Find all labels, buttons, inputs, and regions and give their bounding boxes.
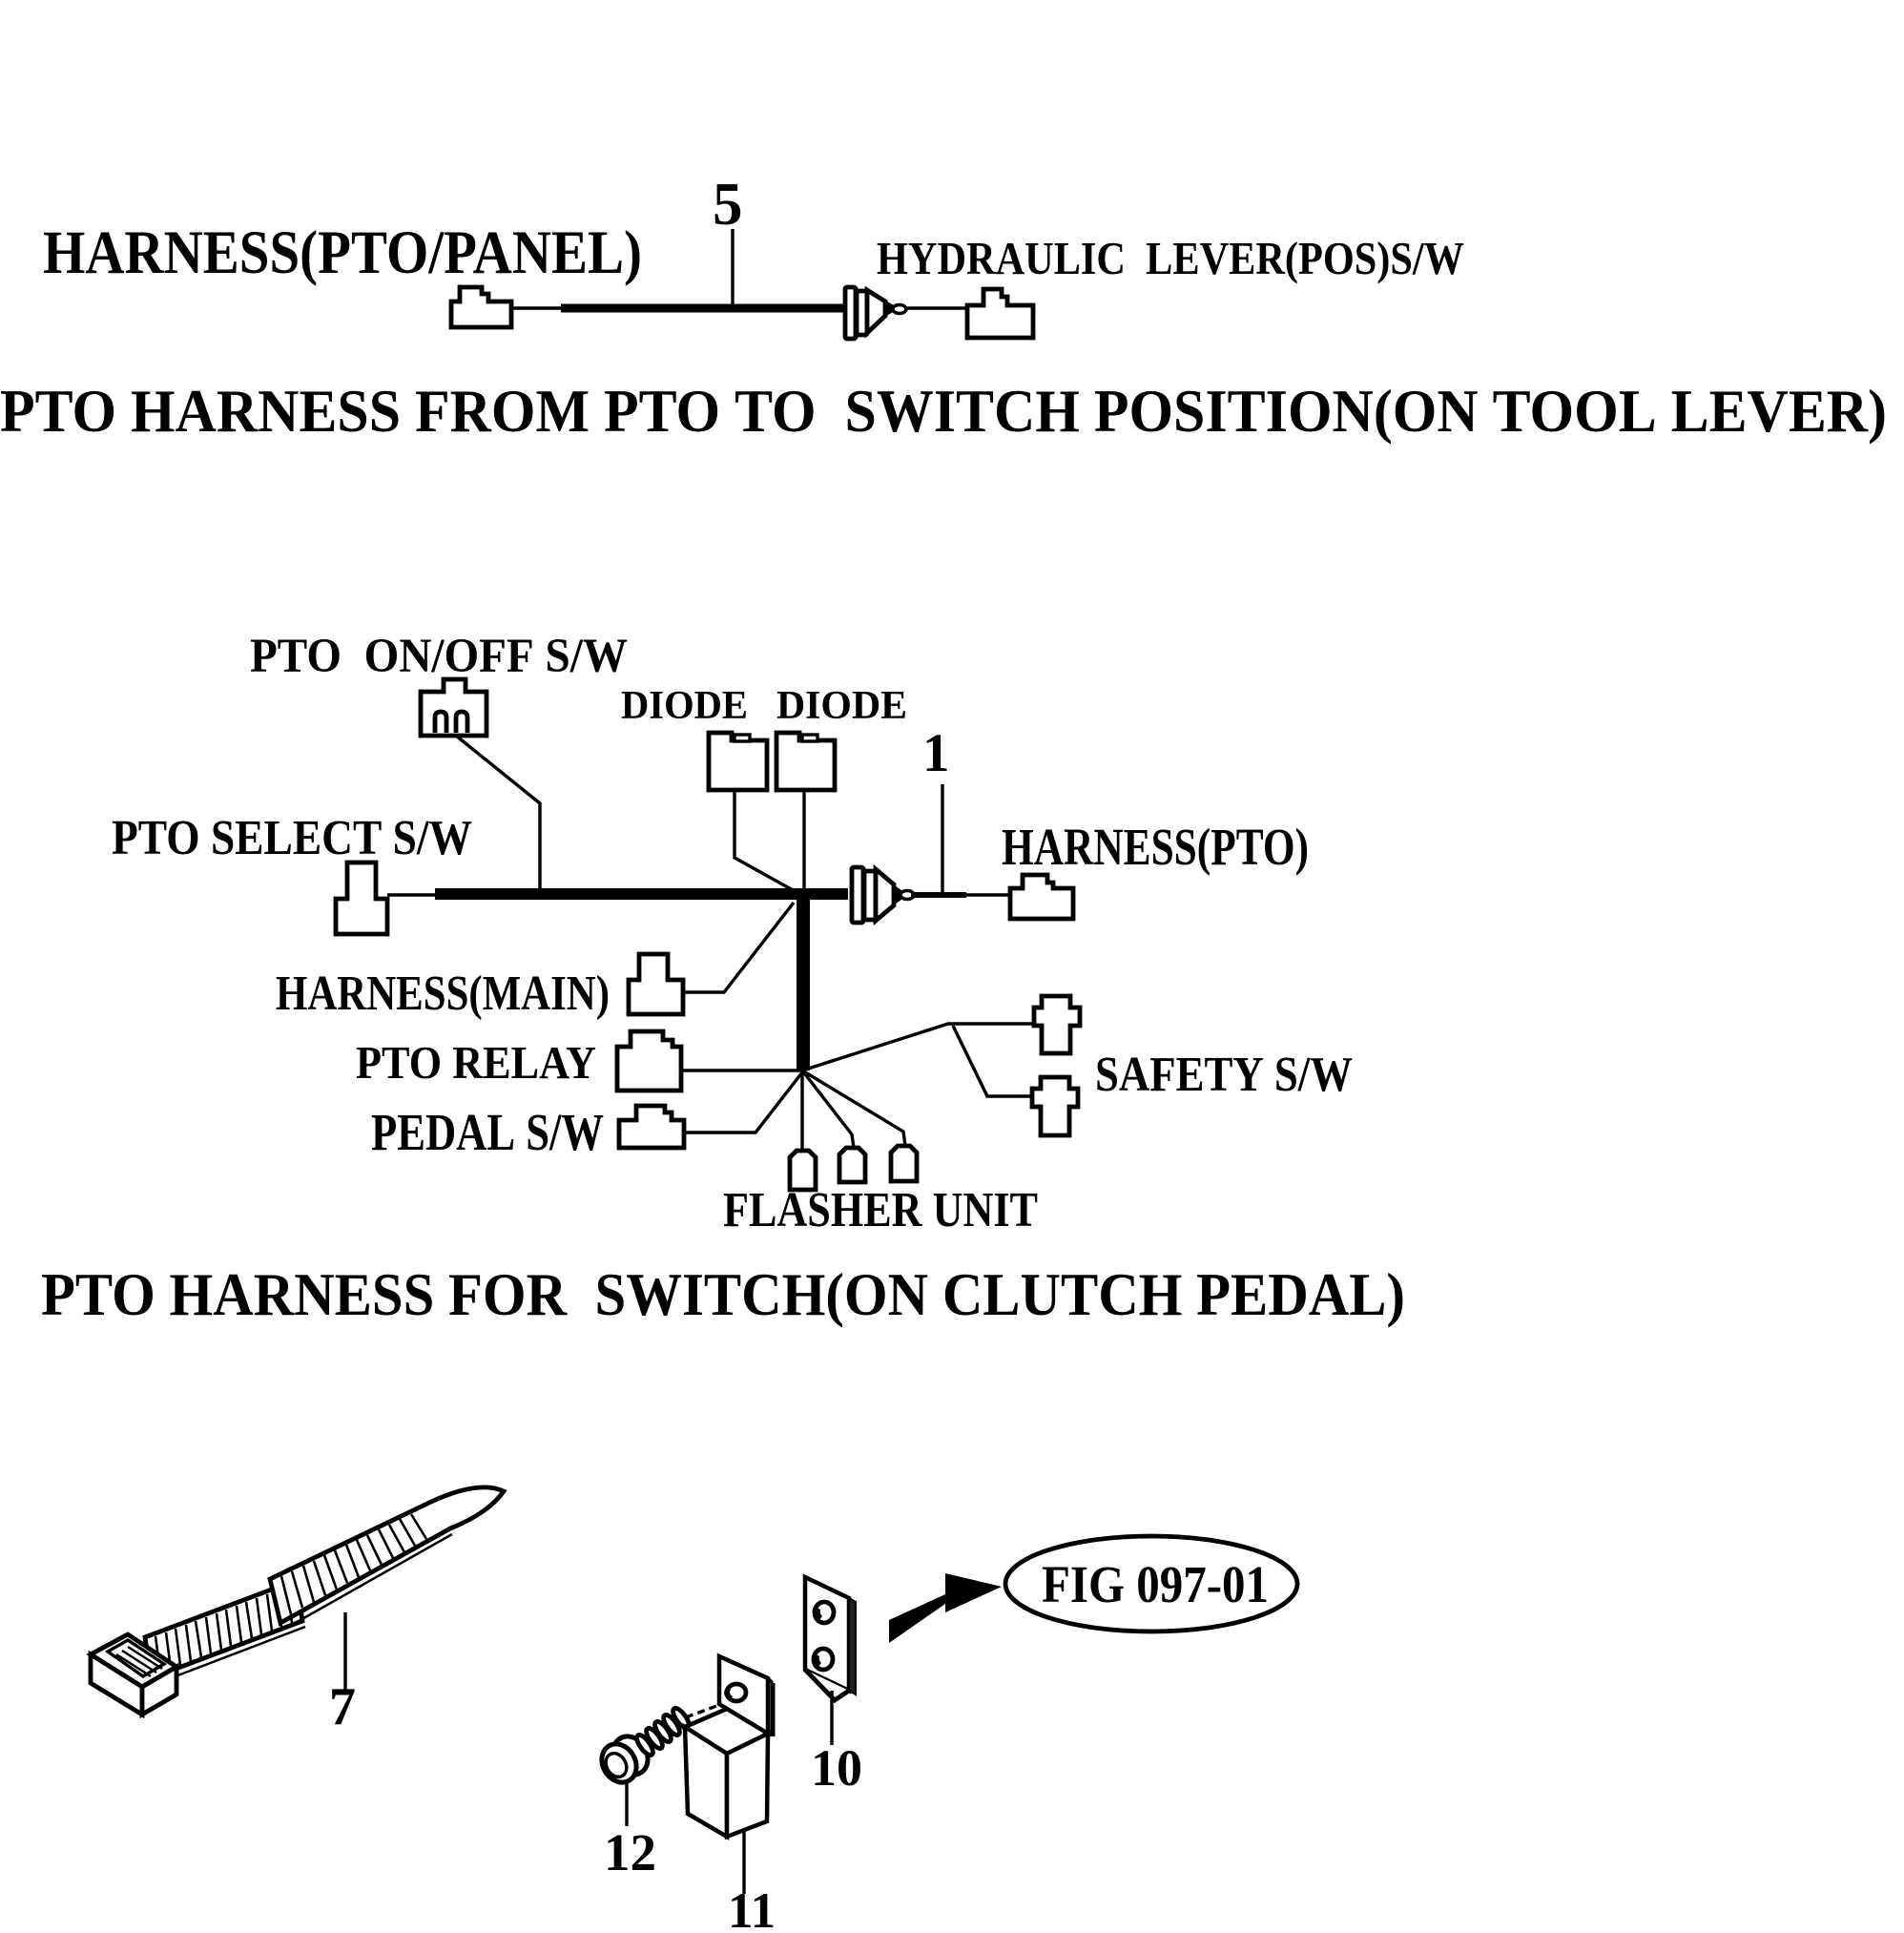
svg-text:7: 7 xyxy=(329,1677,356,1736)
svg-text:FIG 097-01: FIG 097-01 xyxy=(1042,1555,1269,1613)
svg-text:PEDAL S/W: PEDAL S/W xyxy=(371,1103,604,1161)
svg-text:12: 12 xyxy=(604,1823,656,1881)
svg-text:PTO ON/OFF S/W: PTO ON/OFF S/W xyxy=(250,630,628,683)
svg-text:11: 11 xyxy=(728,1883,776,1933)
svg-text:HARNESS(PTO/PANEL): HARNESS(PTO/PANEL) xyxy=(43,218,642,287)
svg-text:PTO HARNESS FROM PTO TO SWITC: PTO HARNESS FROM PTO TO SWITCH POSITION(… xyxy=(0,377,1887,445)
svg-text:PTO SELECT S/W: PTO SELECT S/W xyxy=(112,811,472,865)
svg-text:1: 1 xyxy=(922,723,950,783)
svg-text:10: 10 xyxy=(811,1739,862,1797)
svg-text:HARNESS(MAIN): HARNESS(MAIN) xyxy=(276,966,610,1021)
svg-text:SAFETY S/W: SAFETY S/W xyxy=(1095,1048,1353,1102)
svg-text:5: 5 xyxy=(713,171,743,238)
svg-text:DIODE: DIODE xyxy=(621,684,748,728)
svg-text:PTO RELAY: PTO RELAY xyxy=(356,1036,596,1089)
svg-text:FLASHER UNIT: FLASHER UNIT xyxy=(723,1183,1038,1237)
svg-text:PTO HARNESS FOR SWITCH(ON CLU: PTO HARNESS FOR SWITCH(ON CLUTCH PEDAL) xyxy=(41,1260,1405,1328)
svg-text:HARNESS(PTO): HARNESS(PTO) xyxy=(1002,818,1309,876)
svg-text:DIODE: DIODE xyxy=(776,684,907,728)
svg-text:HYDRAULIC LEVER(POS)S/W: HYDRAULIC LEVER(POS)S/W xyxy=(877,232,1464,284)
